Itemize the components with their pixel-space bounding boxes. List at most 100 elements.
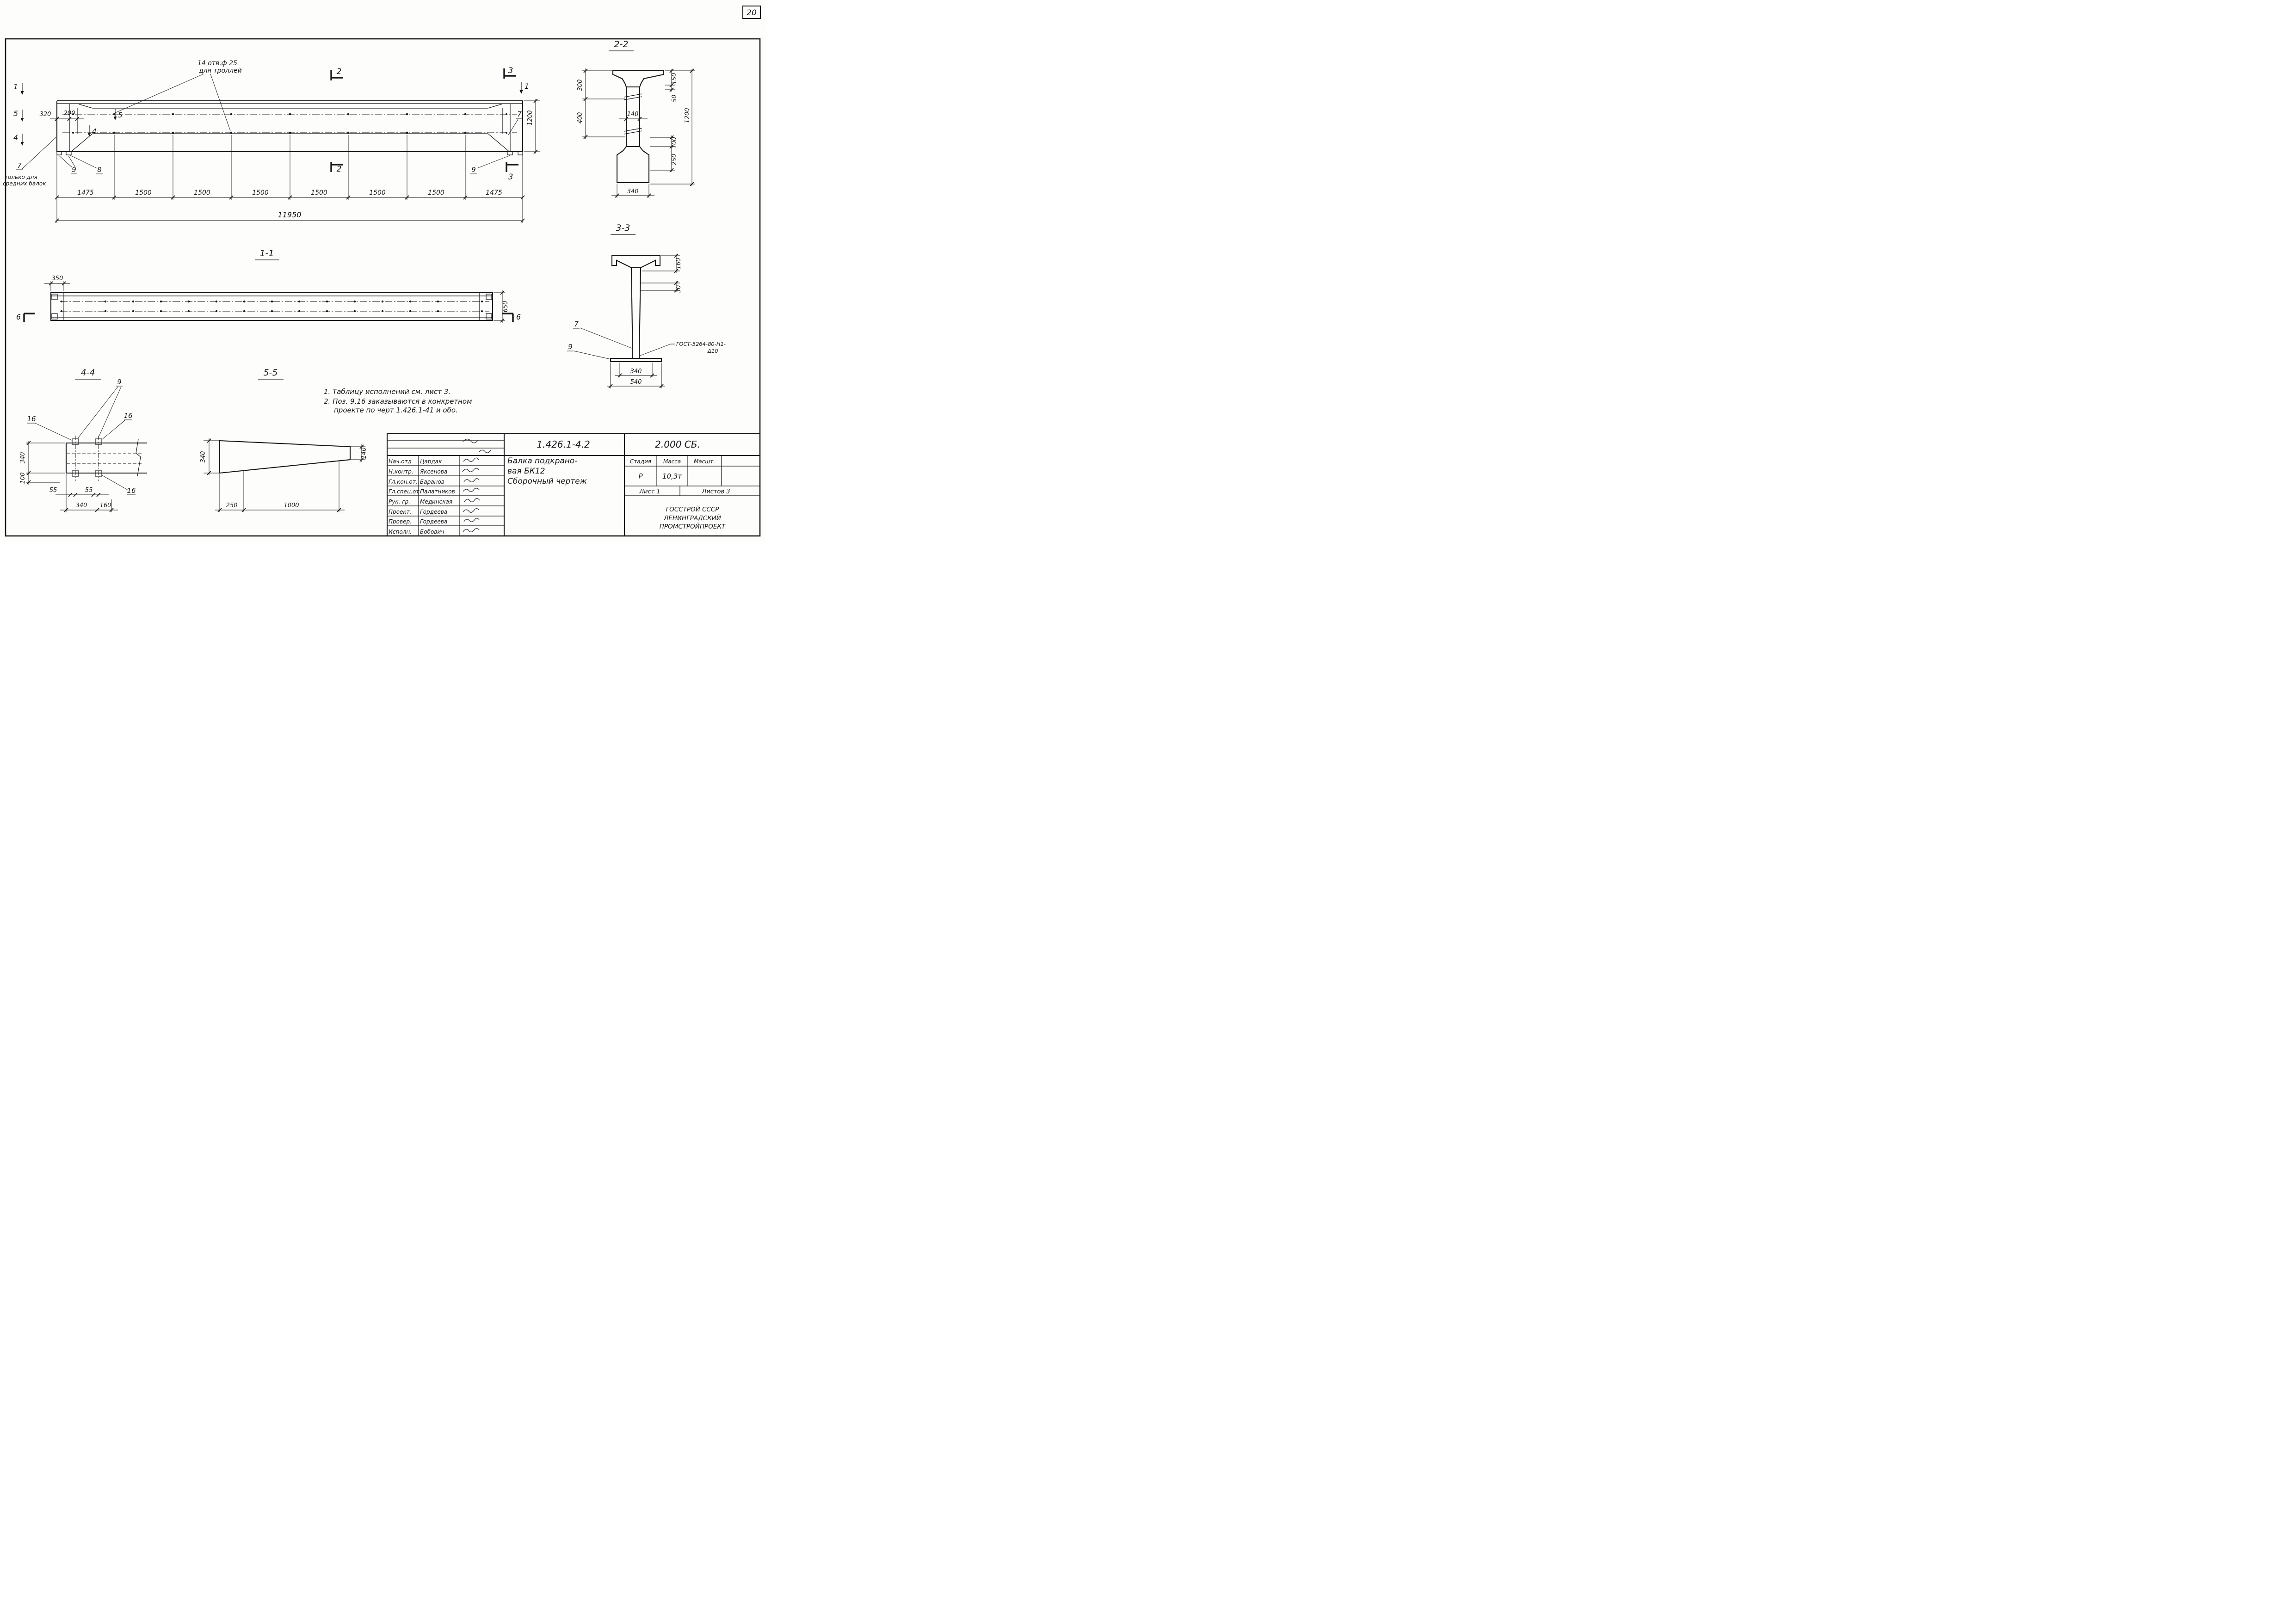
dim-250: 250 <box>671 154 678 166</box>
row-role: Гл.кон.от. <box>389 479 418 485</box>
main-elevation-view: 14 отв.ф 25 для троллей 1 5 4 5 4 2 <box>3 60 540 223</box>
pos-label-9-sec33: 9 <box>567 343 611 360</box>
trolley-holes <box>72 113 507 134</box>
org-line-2: ЛЕНИНГРАДСКИЙ <box>663 514 721 522</box>
holes-note-line1: 14 отв.ф 25 <box>198 60 237 67</box>
dim-1200-elevation: 1200 <box>524 98 540 154</box>
dim-30: 30 <box>675 285 682 293</box>
view-5-5: 5-5 340 140 250 1000 <box>200 368 368 512</box>
row-name: Бобович <box>420 529 444 535</box>
svg-text:2: 2 <box>337 165 342 174</box>
bottom-dimension-chain: 1475 1500 1500 1500 1500 1500 1500 1475 … <box>55 135 525 223</box>
svg-text:9: 9 <box>471 166 476 174</box>
row-role: Провер. <box>389 518 412 525</box>
view-5-5-title: 5-5 <box>263 368 278 378</box>
section-mark-1-left: 1 <box>13 82 24 95</box>
header-mass: Масса <box>663 458 681 465</box>
svg-text:7: 7 <box>574 320 579 328</box>
row-name: Гордеева <box>420 518 447 525</box>
sheet-number: 20 <box>747 8 757 18</box>
section-mark-1-right: 1 <box>519 82 529 94</box>
value-stage: Р <box>638 472 643 480</box>
dim-340-v55: 340 <box>200 451 207 463</box>
dim-span-3: 1500 <box>194 189 210 197</box>
drawing-sheet: 20 14 отв.ф 25 для троллей 1 <box>0 0 765 541</box>
svg-text:6: 6 <box>516 313 521 321</box>
svg-text:7: 7 <box>17 161 22 170</box>
drawing-canvas: 20 14 отв.ф 25 для троллей 1 <box>3 6 761 537</box>
dim-55-a: 55 <box>49 487 57 494</box>
row-role: Нач.отд <box>389 458 412 465</box>
dim-250: 250 <box>226 502 238 509</box>
svg-text:2: 2 <box>337 67 342 76</box>
dim-100-v44: 100 <box>19 473 26 484</box>
cut-mark-6-right: 6 <box>502 313 521 322</box>
svg-text:16: 16 <box>127 486 136 495</box>
pos-label-16-right: 16 <box>102 412 133 440</box>
dim-span-6: 1500 <box>369 189 386 197</box>
dim-160-44: 160 <box>100 502 111 509</box>
dim-300: 300 <box>577 80 584 91</box>
weld-gost-note: ГОСТ-5264-80-Н1- Δ10 <box>640 341 726 356</box>
dim-100: 100 <box>671 137 678 149</box>
row-name: Мединская <box>420 498 452 505</box>
pos-label-9-left: 9 <box>59 155 77 174</box>
sheet-label: Лист 1 <box>639 488 660 495</box>
dim-340-sec33: 340 <box>630 368 642 375</box>
dim-total: 11950 <box>278 210 302 219</box>
value-mass: 10,3т <box>662 472 682 480</box>
note-line-1: 1. Таблицу исполнений см. лист 3. <box>324 388 451 396</box>
svg-text:1200: 1200 <box>527 110 534 125</box>
dim-400: 400 <box>577 112 584 124</box>
org-line-1: ГОССТРОЙ СССР <box>666 505 720 513</box>
svg-text:4: 4 <box>13 133 18 142</box>
row-role: Рук. гр. <box>389 498 410 505</box>
dim-50: 50 <box>671 95 678 103</box>
dim-span-4: 1500 <box>252 189 269 197</box>
pos-label-7-right: 7 <box>508 110 523 135</box>
dim-320-200: 320 200 <box>40 110 84 121</box>
dim-340-sec22: 340 <box>627 188 639 195</box>
row-name: Баранов <box>420 479 444 485</box>
drawing-title-1: Балка подкрано- <box>507 456 577 466</box>
gost-note-line2: Δ10 <box>707 348 718 354</box>
only-middle-note-2: средних балок <box>3 180 46 187</box>
svg-text:5: 5 <box>118 111 123 119</box>
svg-text:3: 3 <box>508 172 513 182</box>
svg-text:9: 9 <box>117 378 122 386</box>
row-role: Н.контр. <box>389 468 414 475</box>
svg-text:16: 16 <box>27 415 36 423</box>
svg-text:1: 1 <box>13 82 18 91</box>
dim-span-2: 1500 <box>135 189 152 197</box>
section-mark-5-left: 5 <box>13 109 24 122</box>
svg-text:16: 16 <box>123 412 132 420</box>
dim-340-h44: 340 <box>76 502 87 509</box>
holes-note-line2: для троллей <box>198 67 242 74</box>
cut-mark-3-top: 3 <box>503 66 516 79</box>
dim-1000: 1000 <box>284 502 299 509</box>
dim-340-v44: 340 <box>19 452 26 464</box>
pos-label-7-sec33: 7 <box>573 320 632 349</box>
section-mark-4-left: 4 <box>13 133 24 146</box>
pos-label-7-left: 7 только для средних балок <box>3 137 56 187</box>
dim-320: 320 <box>40 111 51 118</box>
dim-150: 150 <box>671 73 678 85</box>
view-1-1: 1-1 350 650 6 6 <box>16 248 521 323</box>
dim-540: 540 <box>630 379 642 386</box>
section-mark-5-inner: 5 <box>113 109 123 120</box>
only-middle-note-1: только для <box>5 174 37 180</box>
notes-block: 1. Таблицу исполнений см. лист 3. 2. Поз… <box>324 388 472 414</box>
dim-140-v55: 140 <box>361 448 368 459</box>
svg-text:3: 3 <box>508 66 513 75</box>
header-stage: Стадия <box>630 458 651 465</box>
gost-note-line1: ГОСТ-5264-80-Н1- <box>676 341 726 347</box>
dim-span-5: 1500 <box>311 189 327 197</box>
svg-text:9: 9 <box>568 343 573 351</box>
dim-140: 140 <box>627 111 639 118</box>
dim-span-7: 1500 <box>428 189 444 197</box>
sheet-frame: 20 <box>5 6 761 537</box>
cut-mark-2-top: 2 <box>330 67 343 80</box>
row-name: Гордеева <box>420 509 447 515</box>
cut-mark-3-bottom: 3 <box>506 162 518 182</box>
